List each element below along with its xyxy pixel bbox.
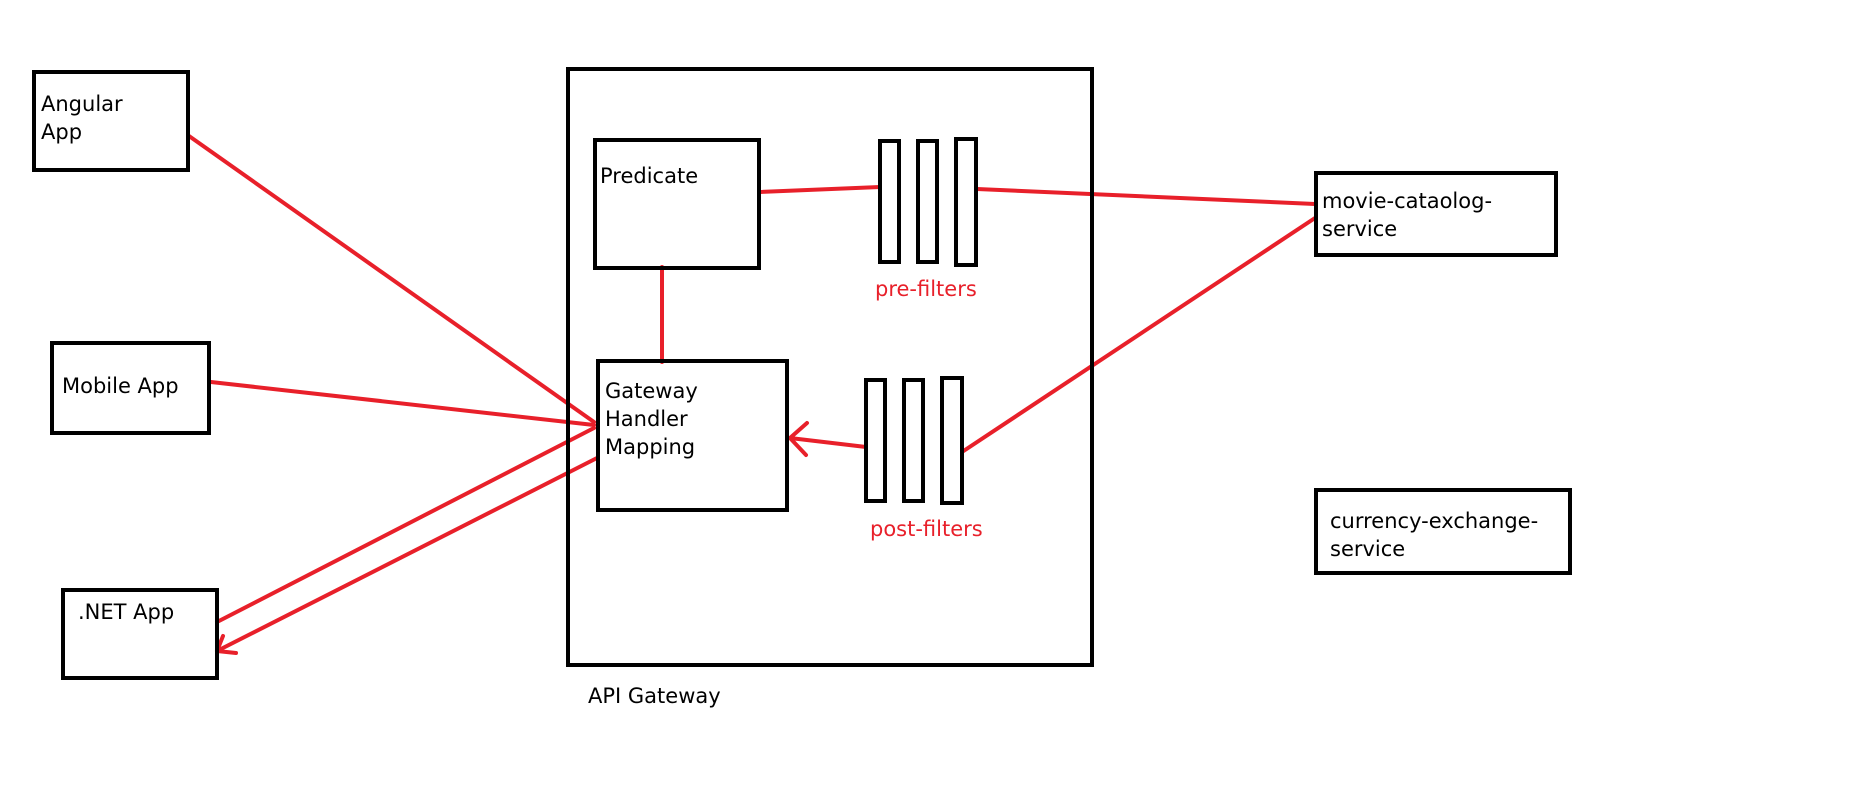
mobile-to-handler-line bbox=[209, 380, 596, 427]
predicate-label: Predicate bbox=[600, 164, 699, 188]
post-filter-bar-1 bbox=[864, 378, 887, 503]
postfilters-to-handler-line bbox=[788, 436, 868, 449]
currency-exchange-service-box bbox=[1314, 488, 1572, 575]
dotnet-app-label: .NET App bbox=[78, 600, 175, 624]
movie-to-postfilters-line bbox=[960, 216, 1317, 454]
predicate-to-prefilters-line bbox=[758, 185, 882, 194]
post-filter-bar-3 bbox=[940, 376, 964, 505]
movie-catalog-service-label: movie-cataolog- service bbox=[1322, 189, 1493, 241]
prefilters-to-movie-line bbox=[975, 187, 1317, 206]
handler-arrowhead-icon bbox=[788, 421, 809, 457]
predicate-box bbox=[593, 138, 761, 270]
mobile-app-box bbox=[50, 341, 211, 435]
api-gateway-caption: API Gateway bbox=[588, 684, 721, 708]
pre-filter-bar-2 bbox=[916, 139, 939, 264]
angular-app-label: Angular App bbox=[41, 92, 123, 144]
handler-to-dotnet-line-upper bbox=[215, 426, 596, 624]
pre-filters-label: pre-filters bbox=[875, 277, 977, 301]
gateway-handler-mapping-label: Gateway Handler Mapping bbox=[605, 379, 698, 459]
mobile-app-label: Mobile App bbox=[62, 374, 179, 398]
gateway-handler-mapping-box bbox=[596, 359, 789, 512]
pre-filter-bar-3 bbox=[954, 137, 978, 267]
api-gateway-box bbox=[566, 67, 1094, 667]
angular-app-box bbox=[32, 70, 190, 172]
post-filter-bar-2 bbox=[902, 378, 925, 503]
currency-exchange-service-label: currency-exchange- service bbox=[1330, 509, 1539, 561]
post-filters-label: post-filters bbox=[870, 517, 983, 541]
pre-filter-bar-1 bbox=[878, 139, 901, 264]
dotnet-app-box bbox=[61, 588, 219, 680]
handler-to-dotnet-line-lower bbox=[215, 456, 599, 653]
movie-catalog-service-box bbox=[1314, 171, 1558, 257]
angular-to-handler-line bbox=[187, 134, 596, 424]
